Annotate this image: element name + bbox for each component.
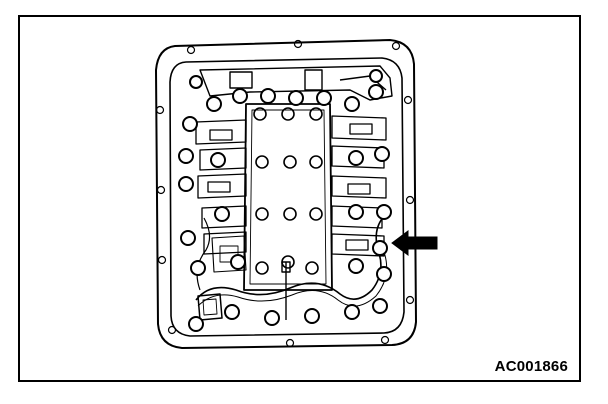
top-rail: [199, 65, 393, 101]
figure-code: AC001866: [494, 358, 568, 375]
figure-frame: [18, 15, 581, 382]
case-inner-wall: [169, 57, 405, 337]
plate-bolts: [253, 107, 323, 275]
valve-plate: [243, 103, 333, 291]
left-valve-bodies: [195, 119, 247, 255]
arrow-left-icon: [391, 230, 438, 256]
connector: [197, 293, 223, 321]
right-valve-bodies: [331, 115, 387, 257]
pan-flange-outline: [155, 39, 417, 349]
valve-body-bolts: [178, 69, 392, 332]
flange-bolt-holes: [155, 39, 415, 348]
